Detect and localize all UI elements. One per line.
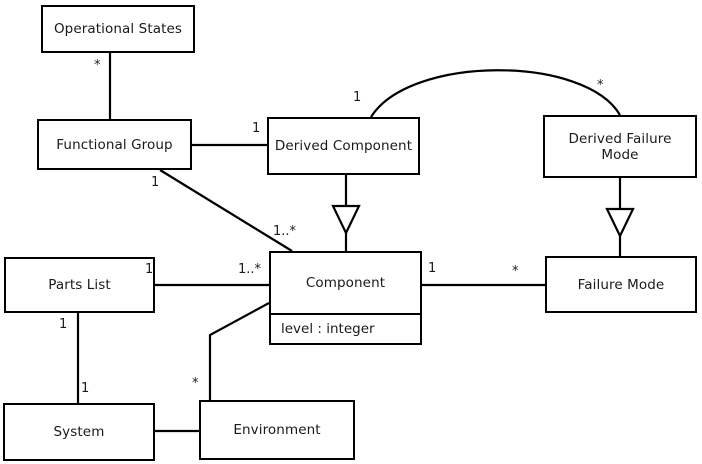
class-name-parts-list: Parts List xyxy=(48,277,111,293)
class-name-operational-states: Operational States xyxy=(53,21,183,37)
multiplicity-operational-states-functional-group: * xyxy=(94,58,101,73)
class-box-operational-states[interactable]: Operational States xyxy=(41,5,195,53)
class-box-system[interactable]: System xyxy=(3,403,155,461)
class-name-system: System xyxy=(53,424,105,440)
multiplicity-derived-component-arc: 1 xyxy=(353,90,362,105)
multiplicity-failure-mode-component: * xyxy=(512,264,519,279)
class-name-derived-failure-mode: Derived Failure Mode xyxy=(568,130,672,163)
edge-functional-group-component xyxy=(159,169,293,252)
class-name-failure-mode: Failure Mode xyxy=(577,276,665,293)
class-box-derived-failure-mode[interactable]: Derived Failure Mode xyxy=(543,115,697,178)
class-attribute-component-level: level : integer xyxy=(271,313,420,343)
class-box-failure-mode[interactable]: Failure Mode xyxy=(545,256,697,313)
generalization-triangle-derived-component xyxy=(331,204,361,236)
class-name-derived-component: Derived Component xyxy=(274,138,413,154)
multiplicity-derived-failure-mode-arc: * xyxy=(597,78,604,93)
multiplicity-system-parts-list: 1 xyxy=(81,381,90,396)
multiplicity-parts-list-component: 1 xyxy=(145,262,154,277)
generalization-triangle-derived-failure-mode xyxy=(605,207,635,239)
edge-derived-component-derived-failure-mode xyxy=(370,69,621,118)
class-box-component[interactable]: Component level : integer xyxy=(269,251,422,345)
class-box-parts-list[interactable]: Parts List xyxy=(4,257,155,313)
class-box-functional-group[interactable]: Functional Group xyxy=(37,119,192,170)
multiplicity-functional-group-component: 1 xyxy=(151,175,160,190)
multiplicity-component-functional-group: 1..* xyxy=(273,224,297,239)
class-name-functional-group: Functional Group xyxy=(56,136,173,153)
class-box-environment[interactable]: Environment xyxy=(199,400,355,460)
edge-environment-component xyxy=(208,302,270,400)
class-name-environment: Environment xyxy=(233,422,321,438)
multiplicity-parts-list-system: 1 xyxy=(59,317,68,332)
multiplicity-component-parts-list: 1..* xyxy=(238,262,262,277)
multiplicity-environment-component: * xyxy=(192,376,199,391)
class-name-component: Component xyxy=(305,275,386,291)
multiplicity-component-failure-mode: 1 xyxy=(428,261,437,276)
multiplicity-functional-group-derived-component: 1 xyxy=(252,121,261,136)
class-box-derived-component[interactable]: Derived Component xyxy=(267,117,420,175)
